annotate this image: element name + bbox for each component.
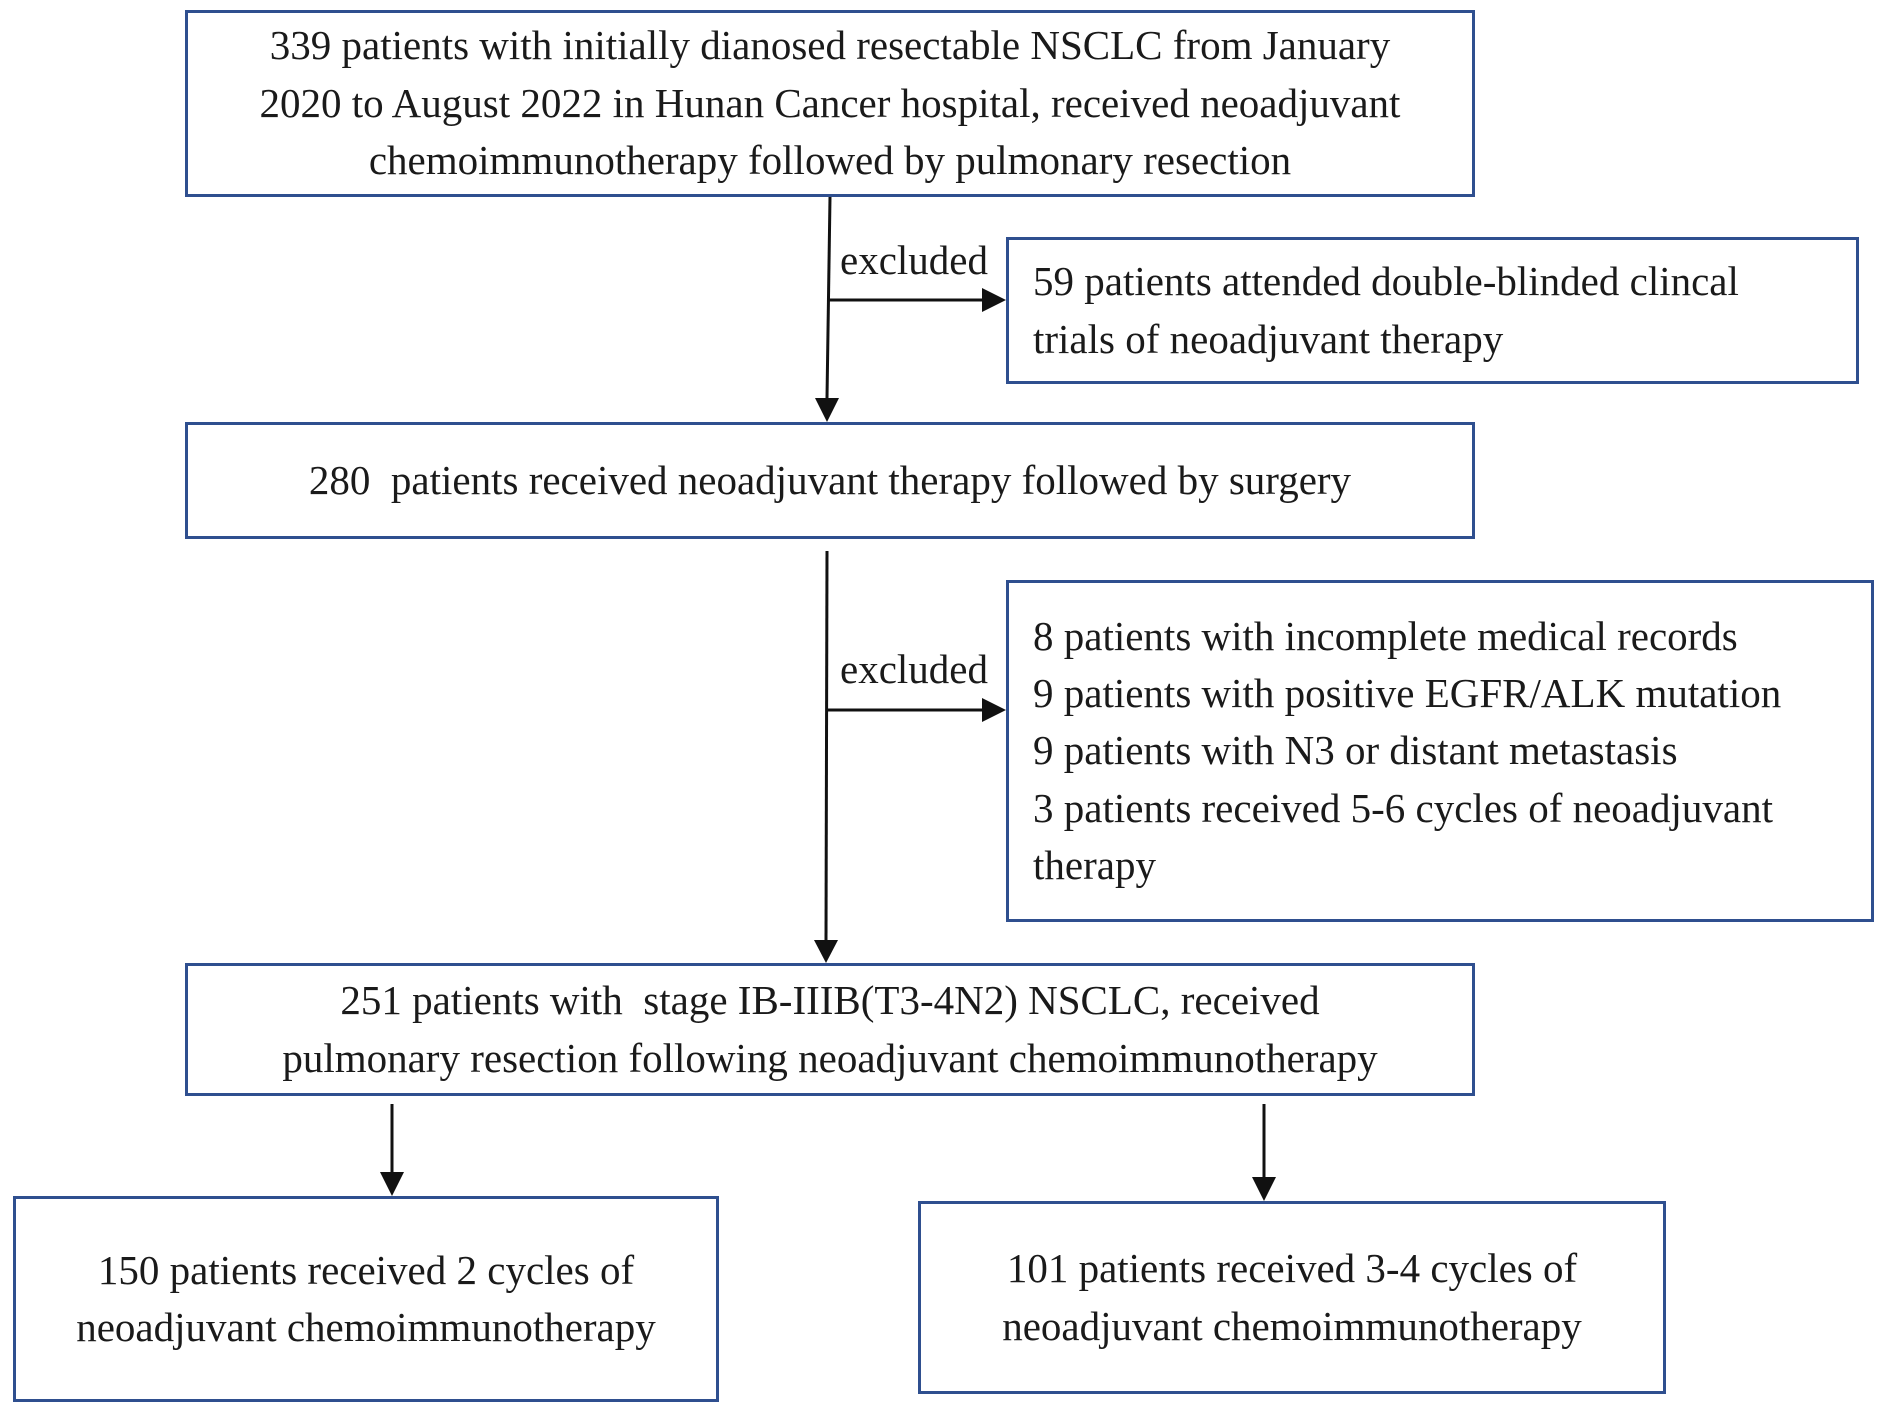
surgery-box: 280 patients received neoadjuvant therap… [185, 422, 1475, 539]
exclusion-2-line-4: 3 patients received 5-6 cycles of neoadj… [1033, 784, 1773, 831]
arrowhead-251 [814, 940, 838, 963]
three-four-cycles-line-2: neoadjuvant chemoimmunotherapy [1002, 1302, 1582, 1349]
excluded-label-1: excluded [840, 237, 988, 283]
excluded-label-2: excluded [840, 646, 988, 692]
surgery-line-1: 280 patients received neoadjuvant therap… [308, 456, 1352, 503]
three-four-cycles-group-box: 101 patients received 3-4 cycles of neoa… [918, 1201, 1666, 1394]
final-cohort-line-1: 251 patients with stage IB-IIIB(T3-4N2) … [340, 977, 1320, 1024]
exclusion-2-line-3: 9 patients with N3 or distant metastasis [1033, 727, 1678, 774]
two-cycles-line-2: neoadjuvant chemoimmunotherapy [76, 1304, 656, 1350]
exclusion-box-2: 8 patients with incomplete medical recor… [1006, 580, 1874, 922]
exclusion-2-line-5: therapy [1033, 842, 1156, 889]
final-cohort-line-2: pulmonary resection following neoadjuvan… [282, 1034, 1378, 1081]
arrowhead-2-cycles [380, 1172, 404, 1196]
exclusion-1-line-2: trials of neoadjuvant therapy [1033, 315, 1504, 362]
arrowhead-3-4-cycles [1252, 1177, 1276, 1201]
enrollment-line-3: chemoimmunotherapy followed by pulmonary… [368, 137, 1292, 184]
enrollment-box: 339 patients with initially dianosed res… [185, 10, 1475, 197]
arrowhead-exclusion-2 [982, 698, 1006, 722]
arrowhead-exclusion-1 [982, 288, 1006, 312]
arrow-start-to-280 [825, 196, 832, 399]
exclusion-1-line-1: 59 patients attended double-blinded clin… [1033, 258, 1739, 305]
arrow-280-to-251 [824, 550, 829, 941]
two-cycles-group-box: 150 patients received 2 cycles of neoadj… [13, 1196, 719, 1402]
three-four-cycles-line-1: 101 patients received 3-4 cycles of [1006, 1245, 1578, 1292]
arrowhead-280 [815, 398, 839, 422]
final-cohort-box: 251 patients with stage IB-IIIB(T3-4N2) … [185, 963, 1475, 1096]
exclusion-box-1: 59 patients attended double-blinded clin… [1006, 237, 1859, 384]
enrollment-line-1: 339 patients with initially dianosed res… [269, 22, 1391, 69]
exclusion-2-line-2: 9 patients with positive EGFR/ALK mutati… [1033, 669, 1782, 716]
two-cycles-line-1: 150 patients received 2 cycles of [97, 1246, 635, 1293]
enrollment-line-2: 2020 to August 2022 in Hunan Cancer hosp… [259, 79, 1401, 126]
exclusion-2-line-1: 8 patients with incomplete medical recor… [1033, 612, 1738, 659]
